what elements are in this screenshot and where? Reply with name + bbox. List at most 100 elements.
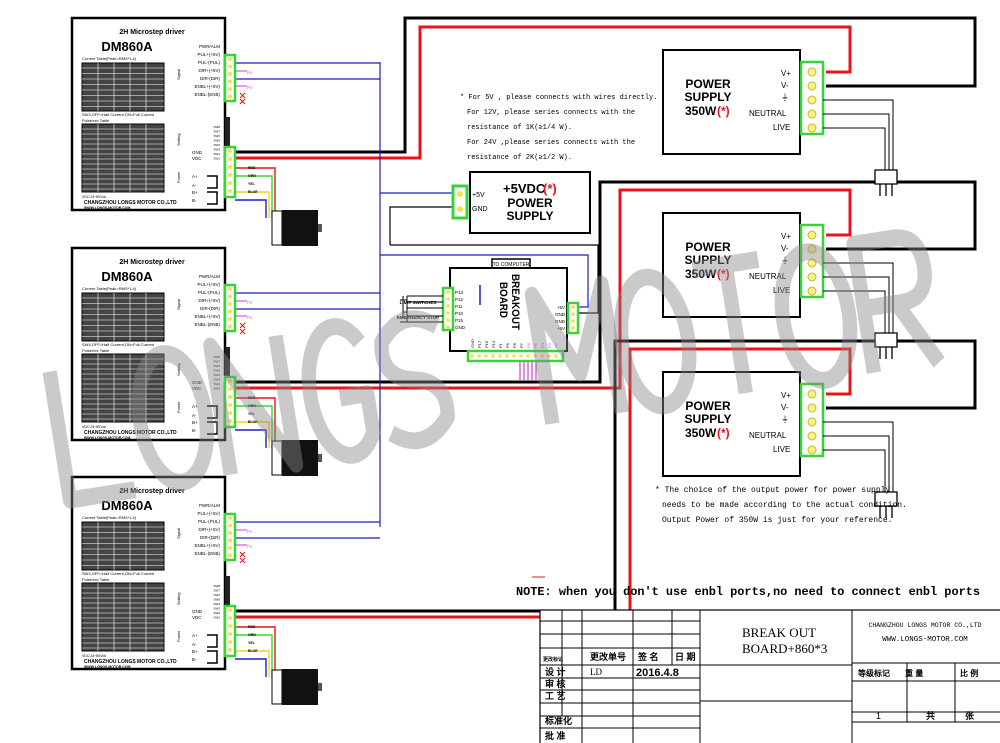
switch-label: SW2 (213, 611, 220, 615)
power-group-label: Power (176, 630, 181, 642)
signal-pin-label: PUL+(+5V) (197, 52, 220, 57)
signal-pin-label: ENBL+(+5V) (194, 543, 220, 548)
signal-pin-label: DIR-(DIR) (200, 76, 220, 81)
signal-group-label: Signal (176, 299, 181, 310)
stepper-motor (271, 669, 322, 705)
breakout-left-pin: P10 (455, 311, 464, 316)
breakout-left-pin: GND (455, 325, 466, 330)
psu-line1: POWER (685, 77, 731, 91)
power-pin-label: A+ (192, 174, 198, 179)
weight-label: 重 量 (905, 668, 923, 678)
psu-terminal-label: NEUTRAL (749, 109, 787, 118)
signal-pin-label: PWR/ALM (199, 503, 220, 508)
supply-5v-line2: POWER (507, 196, 553, 210)
signal-pin-label: PWR/ALM (199, 44, 220, 49)
switch-label: SW6 (213, 134, 220, 138)
breakout-left-pin: P15 (455, 318, 464, 323)
board-gnd-wire (390, 244, 599, 314)
power-pin-label: A+ (192, 404, 198, 409)
vdc-wire (235, 25, 852, 160)
watermark-letter (131, 345, 215, 491)
psu-terminal-label: NEUTRAL (749, 431, 787, 440)
breakout-bottom-pin: P4 (540, 342, 545, 348)
switch-label: SW8 (213, 125, 220, 129)
breakout-bottom-pin: P14 (491, 340, 496, 348)
website-label: WWW.LONGS-MOTOR.COM (84, 436, 130, 440)
company-label: CHANGZHOU LONGS MOTOR CO.,LTD (84, 200, 177, 206)
switch-label: SW1 (213, 616, 220, 620)
psu-terminal-label: V+ (781, 232, 791, 241)
motor-wire (235, 650, 270, 677)
gnd-wire (235, 16, 977, 154)
col-header: 更改标记 (543, 656, 563, 663)
note-line: Output Power of 350W is just for your re… (662, 516, 892, 525)
watermark-letter (846, 229, 945, 374)
signal-wire-label: P0 (247, 85, 253, 90)
power-pin-label: A+ (192, 633, 198, 638)
switch-label: SW2 (213, 152, 220, 156)
signal-connector (223, 512, 237, 562)
psu-terminal-label: V- (781, 403, 789, 412)
current-table-title: Current Table(Peak=RMS*1.4) (82, 286, 137, 291)
signal-pin-label: PUL-(PUL) (198, 60, 221, 65)
signal-connector (223, 283, 237, 333)
motor-wire-label: RED (248, 396, 256, 400)
setting-group-label: Setting (176, 134, 181, 146)
power-pin-label: B- (192, 428, 197, 433)
power-pin-label: VDC (192, 156, 202, 161)
motor-wire-label: YEL (248, 412, 256, 416)
row-label: 审 核 (545, 678, 566, 689)
psu-terminal-label: LIVE (773, 286, 790, 295)
psu-terminal-label: LIVE (773, 123, 790, 132)
signal-wire-label: P0 (247, 529, 253, 534)
watermark-letter (613, 268, 697, 415)
signal-pin-label: PUL-(PUL) (198, 519, 221, 524)
col-header: 更改单号 (590, 651, 626, 662)
switch-label: SW7 (213, 360, 220, 364)
company-label: CHANGZHOU LONGS MOTOR CO.,LTD (84, 430, 177, 436)
driver-model: DM860A (101, 498, 153, 513)
company: CHANGZHOU LONGS MOTOR CO.,LTD (868, 622, 981, 629)
switch-label: SW4 (213, 143, 220, 147)
terminal-5v: +5V (472, 192, 485, 199)
driver-subtitle: 2H Microstep driver (119, 488, 185, 495)
enbl-x-mark-icon (239, 92, 246, 105)
5v-gnd-wire (389, 206, 453, 245)
power-plug-icon (874, 332, 898, 359)
row-label: 标准化 (544, 715, 572, 726)
signal-pin-label: PUL-(PUL) (198, 290, 221, 295)
col-header: 日 期 (675, 651, 696, 662)
stepper-motor (271, 440, 322, 476)
watermark-letter (524, 275, 629, 425)
motor-wire (235, 199, 267, 218)
psu-line3: 350W (685, 426, 717, 440)
enbl-note: NOTE: when you don't use enbl ports,no n… (516, 585, 980, 599)
switch-label: SW3 (213, 148, 220, 152)
power-plug-icon (874, 491, 898, 518)
pulse-table-title: Pulse/rev Table (82, 118, 110, 123)
driver-model: DM860A (101, 39, 153, 54)
idle-note: SW4,OFF=Half Current,ON=Full Current (82, 571, 155, 576)
total-label: 共 (926, 710, 935, 721)
idle-note: SW4,OFF=Half Current,ON=Full Current (82, 112, 155, 117)
col-header: 签 名 (637, 651, 659, 662)
psu-line3: 350W (685, 267, 717, 281)
power-pin-label: VDC (192, 615, 202, 620)
breakout-bottom-pin: P1 (498, 342, 503, 348)
driver-model: DM860A (101, 269, 153, 284)
note-line: * The choice of the output power for pow… (655, 486, 890, 495)
signal-pin-label: DIR+(+5V) (198, 68, 220, 73)
motor-wire-label: RED (248, 625, 256, 629)
psu-line3: 350W (685, 104, 717, 118)
psu-terminal-label: V+ (781, 391, 791, 400)
sheet-number: 1 (876, 711, 881, 721)
motor-wire-label: GRN (248, 404, 256, 408)
motor-wire-label: GRN (248, 633, 256, 637)
power-pin-label: B- (192, 657, 197, 662)
drawing-title2: BOARD+860*3 (742, 641, 827, 656)
signal-pin-label: PWR/ALM (199, 274, 220, 279)
